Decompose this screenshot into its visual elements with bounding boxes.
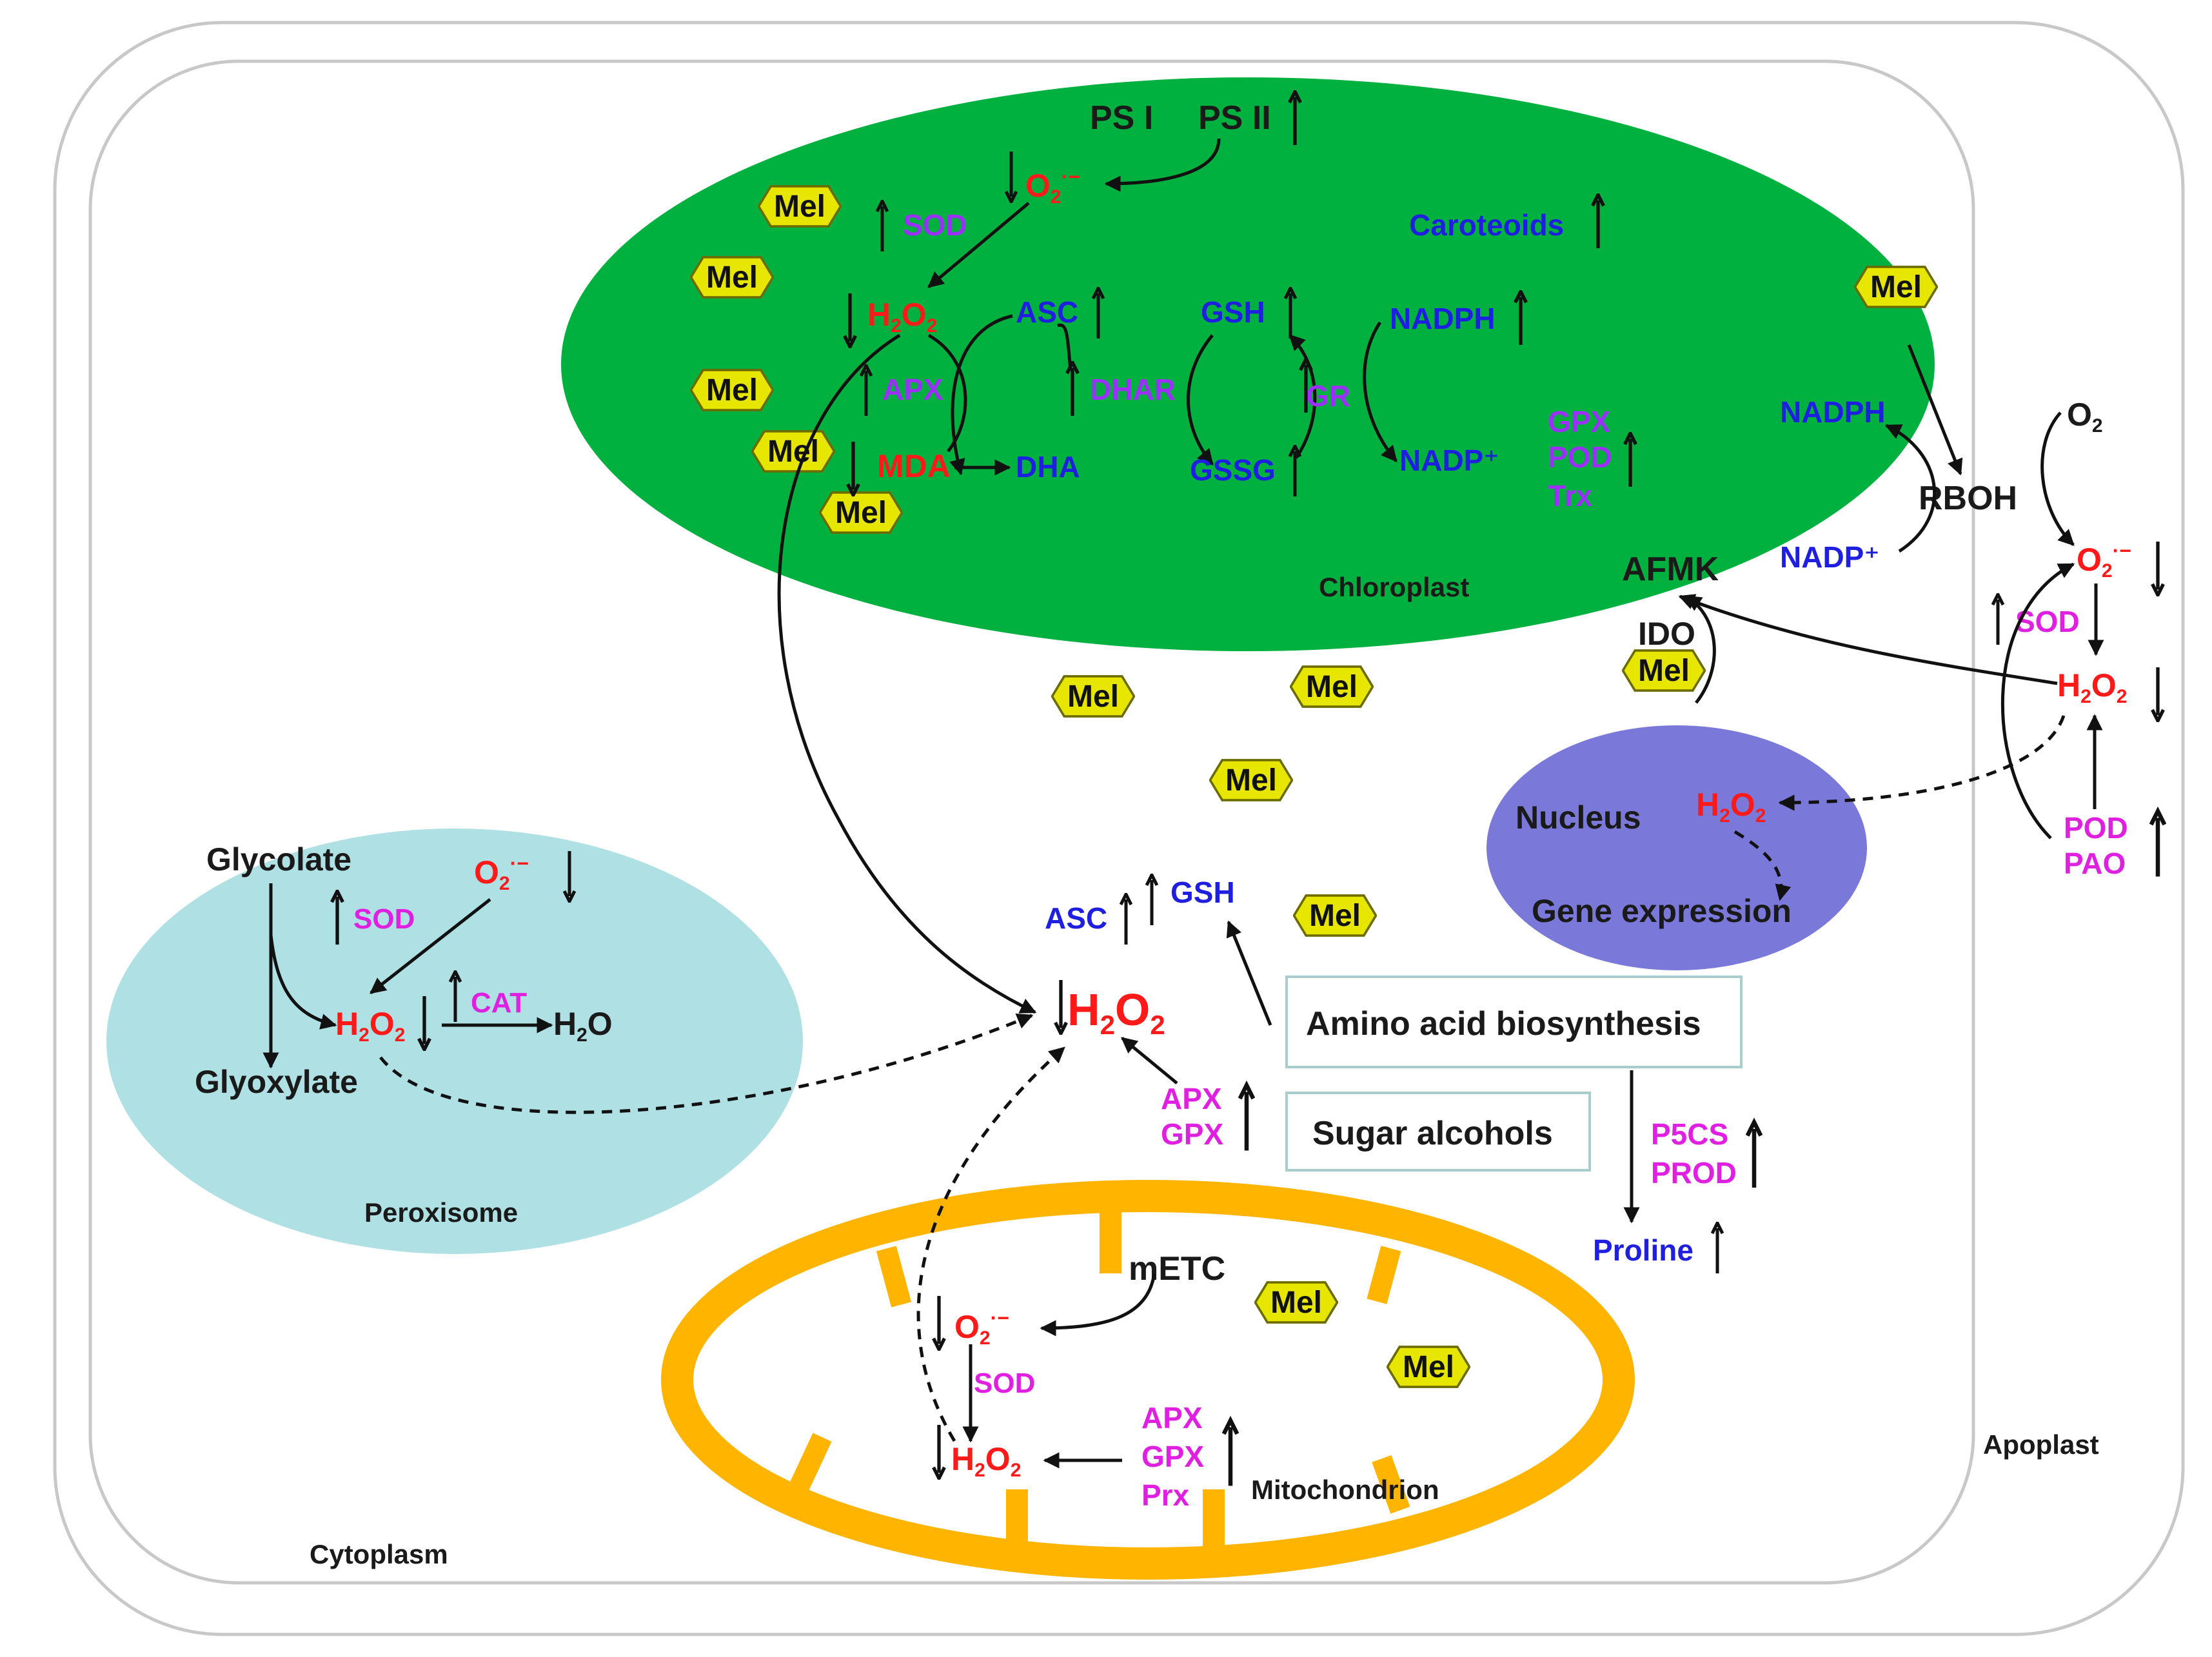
mitochondrion-label: Mitochondrion — [1251, 1475, 1439, 1505]
nucleus-h2o2: H2O2 — [1696, 787, 1766, 827]
apo-nadph: NADPH — [1780, 395, 1886, 429]
apoplast-label: Apoplast — [1983, 1429, 2099, 1460]
mitochondrion — [661, 1180, 1635, 1580]
nucleus — [1486, 725, 1867, 970]
chloro-gr: GR — [1306, 379, 1350, 413]
mel-chloro-5: Mel — [820, 493, 902, 533]
mel-label: Mel — [1067, 680, 1119, 714]
mel-cyto-3: Mel — [1210, 760, 1292, 800]
chloro-pod: POD — [1548, 440, 1612, 474]
mel-label: Mel — [1270, 1286, 1322, 1320]
cyto-apx: APX — [1161, 1082, 1222, 1115]
apo-h2o2: H2O2 — [2057, 667, 2127, 707]
mel-chloro-3: Mel — [691, 370, 773, 410]
cyto-asc: ASC — [1045, 901, 1107, 935]
mel-label: Mel — [835, 496, 887, 530]
mel-near-ido: Mel — [1623, 651, 1704, 691]
perox-superoxide: O2·− — [474, 852, 529, 894]
chloro-gsh: GSH — [1201, 295, 1265, 329]
mito-metc: mETC — [1129, 1250, 1225, 1288]
mel-label: Mel — [1306, 670, 1358, 704]
mel-label: Mel — [1309, 899, 1361, 933]
afmk-label: AFMK — [1622, 551, 1719, 588]
chloro-h2o2: H2O2 — [867, 297, 937, 337]
mito-prx: Prx — [1141, 1478, 1190, 1512]
chloro-nadph: NADPH — [1390, 302, 1496, 335]
mel-chloro-2: Mel — [691, 257, 773, 297]
mel-chloro-1: Mel — [758, 186, 840, 226]
cytoplasm-label: Cytoplasm — [310, 1539, 448, 1569]
chloro-superoxide: O2·− — [1025, 165, 1080, 208]
apo-nadp: NADP⁺ — [1780, 540, 1880, 574]
mel-label: Mel — [706, 260, 758, 295]
chloroplast-label: Chloroplast — [1319, 572, 1469, 602]
chloro-apx: APX — [882, 373, 943, 406]
chloro-trx: Trx — [1548, 479, 1592, 513]
cyto-gsh: GSH — [1170, 876, 1235, 909]
chloro-carotenoids: Caroteoids — [1409, 208, 1564, 242]
amino-acid-label: Amino acid biosynthesis — [1306, 1005, 1701, 1043]
perox-h2o2: H2O2 — [335, 1006, 405, 1046]
chloro-gpx: GPX — [1548, 405, 1610, 438]
nucleus-label: Nucleus — [1516, 799, 1641, 836]
apo-superoxide: O2·− — [2077, 539, 2131, 582]
mel-label: Mel — [1403, 1350, 1454, 1384]
mel-label: Mel — [1638, 654, 1690, 688]
perox-glyoxylate: Glyoxylate — [195, 1064, 358, 1100]
sugar-alcohols-label: Sugar alcohols — [1312, 1115, 1553, 1152]
perox-glycolate: Glycolate — [206, 841, 351, 878]
sugar-alcohols-box — [1285, 1092, 1591, 1172]
chloro-sod: SOD — [903, 208, 967, 242]
cyto-p5cs: P5CS — [1651, 1117, 1728, 1151]
chloroplast — [561, 77, 1935, 651]
mel-label: Mel — [1225, 763, 1277, 798]
mel-cyto-4: Mel — [1294, 896, 1376, 936]
apo-pod: POD — [2064, 811, 2128, 845]
cyto-prod: PROD — [1651, 1156, 1737, 1190]
apo-pao: PAO — [2064, 847, 2126, 880]
mel-apoplast: Mel — [1855, 267, 1937, 307]
mel-label: Mel — [706, 373, 758, 407]
chloro-mda: MDA — [877, 448, 951, 484]
mel-label: Mel — [1870, 270, 1922, 304]
mel-cyto-1: Mel — [1052, 676, 1134, 716]
perox-cat: CAT — [471, 987, 527, 1019]
mito-apx: APX — [1141, 1401, 1203, 1435]
mito-superoxide: O2·− — [954, 1306, 1009, 1349]
cyto-gpx: GPX — [1161, 1117, 1223, 1151]
cyto-h2o2: H2O2 — [1067, 985, 1165, 1040]
chloro-dha: DHA — [1016, 450, 1080, 484]
chloro-asc: ASC — [1016, 295, 1078, 329]
chloro-dhar: DHAR — [1090, 373, 1176, 406]
peroxisome — [106, 828, 803, 1254]
mito-h2o2: H2O2 — [951, 1441, 1021, 1481]
cyto-proline: Proline — [1593, 1233, 1694, 1267]
gene-expression-label: Gene expression — [1532, 893, 1792, 929]
mel-label: Mel — [774, 190, 825, 224]
mel-chloro-4: Mel — [752, 431, 834, 471]
ps2-label: PS II — [1198, 99, 1271, 137]
ps1-label: PS I — [1090, 99, 1153, 137]
perox-h2o: H2O — [553, 1006, 613, 1046]
mel-cyto-2: Mel — [1290, 667, 1372, 707]
mito-sod: SOD — [974, 1368, 1035, 1399]
amino-acid-box — [1285, 976, 1743, 1068]
mel-mito-1: Mel — [1255, 1282, 1337, 1322]
chloro-nadp: NADP⁺ — [1399, 444, 1499, 477]
chloro-gssg: GSSG — [1190, 453, 1276, 487]
mel-mito-2: Mel — [1387, 1347, 1469, 1387]
apo-o2: O2 — [2067, 397, 2103, 436]
perox-sod: SOD — [353, 903, 415, 935]
ido-label: IDO — [1638, 616, 1695, 652]
peroxisome-label: Peroxisome — [364, 1197, 518, 1228]
mito-gpx: GPX — [1141, 1440, 1204, 1473]
